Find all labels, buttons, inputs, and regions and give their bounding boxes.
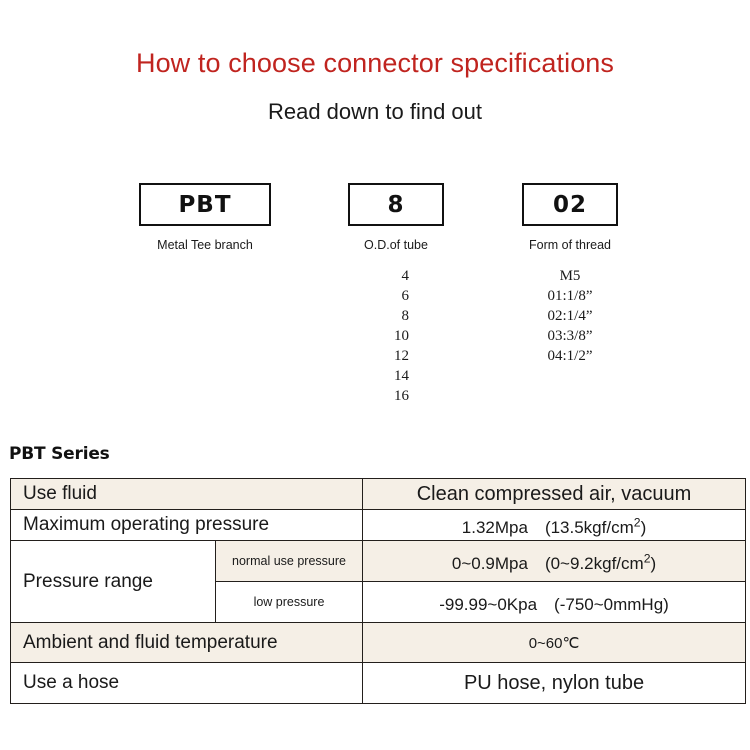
table-row: Use a hose PU hose, nylon tube	[9, 662, 747, 704]
table-row: Maximum operating pressure 1.32Mpa (13.5…	[9, 509, 747, 541]
section-heading-pbt-series: PBT Series	[9, 444, 110, 464]
value-text: 0~0.9Mpa (0~9.2kgf/cm	[451, 553, 644, 573]
spec-value-ambient-fluid-temperature: 0~60℃	[362, 622, 747, 663]
option-thread-4: 04:1/2”	[547, 348, 593, 364]
spec-label-pressure-range: Pressure range	[10, 540, 216, 623]
specification-table: Use fluid Clean compressed air, vacuum M…	[9, 478, 747, 704]
code-group-od: 8 O.D.of tube 4 6 8 10 12 14 16	[348, 183, 444, 406]
value-text-tail: )	[640, 517, 647, 537]
option-od-2: 8	[401, 308, 410, 324]
table-row: low pressure -99.99~0Kpa (-750~0mmHg)	[11, 581, 747, 623]
option-od-4: 12	[394, 348, 409, 364]
code-box-thread-value: 02	[552, 191, 587, 218]
value-superscript: 2	[643, 550, 651, 565]
code-caption-series: Metal Tee branch	[157, 238, 253, 252]
spec-label-max-operating-pressure: Maximum operating pressure	[9, 509, 364, 541]
code-box-thread: 02	[522, 183, 618, 226]
spec-label-use-a-hose: Use a hose	[9, 662, 364, 704]
code-box-od: 8	[348, 183, 444, 226]
spec-value-use-a-hose: PU hose, nylon tube	[362, 662, 747, 704]
spec-value-low-pressure: -99.99~0Kpa (-750~0mmHg)	[362, 581, 747, 623]
spec-value-max-operating-pressure: 1.32Mpa (13.5kgf/cm2)	[362, 509, 747, 541]
option-od-0: 4	[401, 268, 410, 284]
option-od-5: 14	[394, 368, 409, 384]
option-thread-1: 01:1/8”	[547, 288, 593, 304]
spec-label-use-fluid: Use fluid	[9, 478, 364, 510]
code-caption-od: O.D.of tube	[364, 238, 428, 252]
code-caption-thread: Form of thread	[529, 238, 611, 252]
value-text-tail: )	[650, 553, 657, 573]
table-row: Ambient and fluid temperature 0~60℃	[9, 622, 747, 663]
value-text: 1.32Mpa (13.5kgf/cm	[461, 517, 634, 537]
spec-value-use-fluid: Clean compressed air, vacuum	[362, 478, 747, 510]
code-options-od: 4 6 8 10 12 14 16	[348, 266, 444, 406]
option-od-1: 6	[401, 288, 410, 304]
code-box-series: PBT	[139, 183, 271, 226]
spec-sublabel-normal-use-pressure: normal use pressure	[214, 540, 364, 582]
spec-sublabel-low-pressure: low pressure	[214, 581, 364, 623]
option-od-6: 16	[394, 388, 409, 404]
option-thread-0: M5	[559, 268, 581, 284]
page-title: How to choose connector specifications	[135, 48, 615, 78]
table-row: Use fluid Clean compressed air, vacuum	[9, 478, 747, 510]
spec-value-normal-use-pressure: 0~0.9Mpa (0~9.2kgf/cm2)	[362, 540, 747, 582]
option-od-3: 10	[394, 328, 409, 344]
code-options-thread: M5 01:1/8” 02:1/4” 03:3/8” 04:1/2”	[522, 266, 618, 366]
option-thread-2: 02:1/4”	[547, 308, 593, 324]
code-box-od-value: 8	[387, 191, 405, 218]
code-group-thread: 02 Form of thread M5 01:1/8” 02:1/4” 03:…	[522, 183, 618, 366]
spec-label-ambient-fluid-temperature: Ambient and fluid temperature	[9, 622, 364, 663]
table-row: Pressure range normal use pressure 0~0.9…	[10, 540, 747, 623]
page-subtitle: Read down to find out	[267, 99, 483, 124]
value-superscript: 2	[633, 514, 641, 529]
code-group-series: PBT Metal Tee branch	[139, 183, 271, 252]
code-box-series-value: PBT	[178, 191, 232, 218]
option-thread-3: 03:3/8”	[547, 328, 593, 344]
